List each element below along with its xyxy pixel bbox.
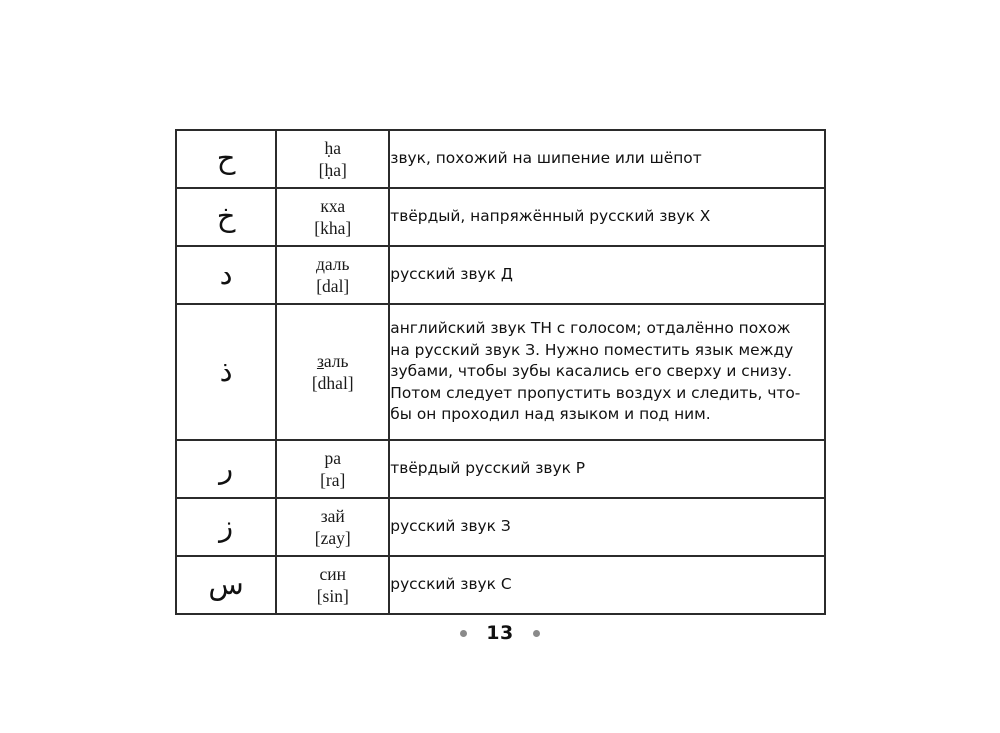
table-row: س син [sin] русский звук С (174, 555, 826, 615)
transliteration-cell: даль [dal] (275, 245, 391, 305)
decorative-dot-icon (532, 629, 540, 637)
arabic-letter-cell: ح (174, 129, 278, 189)
transliteration-cell: заль [dhal] (275, 303, 391, 441)
transliteration-cell: кха [kha] (275, 187, 391, 247)
transliteration-latin: [ḥa] (318, 160, 347, 180)
arabic-letter-cell: خ (174, 187, 278, 247)
table-body: ح ḥa [ḥa] звук, похожий на шипение или ш… (174, 129, 826, 615)
description-cell: русский звук З (388, 497, 826, 557)
table-row: ذ заль [dhal] английский звук TH с голос… (174, 303, 826, 441)
ha-arabic-letter: ح (216, 141, 236, 176)
kha-arabic-letter: خ (216, 199, 236, 234)
description-line: на русский звук З. Нужно поместить язык … (390, 340, 794, 359)
sin-arabic-letter: س (208, 567, 244, 602)
transliteration-cell: син [sin] (275, 555, 391, 615)
dhal-arabic-letter: ذ (219, 354, 233, 389)
description-line: русский звук Д (390, 265, 513, 284)
table-row: د даль [dal] русский звук Д (174, 245, 826, 305)
transliteration-latin: [zay] (314, 528, 351, 548)
table-row: ز зай [zay] русский звук З (174, 497, 826, 557)
page-footer: 13 (0, 622, 1000, 644)
transliteration-russian: заль (277, 350, 388, 372)
description-line: зубами, чтобы зубы касались его сверху и… (390, 362, 792, 381)
transliteration-latin: [dal] (316, 276, 350, 296)
description-cell: русский звук С (388, 555, 826, 615)
description-cell: твёрдый, напряжённый русский звук Х (388, 187, 826, 247)
transliteration-russian: даль (315, 253, 350, 274)
description-line: русский звук З (390, 517, 511, 536)
transliteration-latin: [dhal] (311, 373, 354, 393)
transliteration-latin: [sin] (316, 586, 349, 606)
description-cell: звук, похожий на шипение или шёпот (388, 129, 826, 189)
arabic-letter-cell: س (174, 555, 278, 615)
arabic-letter-cell: ذ (174, 303, 278, 441)
description-line: русский звук С (390, 575, 512, 594)
description-line: Потом следует пропустить воздух и следит… (390, 383, 801, 402)
page-number: 13 (486, 622, 514, 644)
ra-arabic-letter: ر (219, 451, 234, 486)
description-line: звук, похожий на шипение или шёпот (390, 149, 702, 168)
description-line: английский звук TH с голосом; отдалённо … (390, 319, 791, 338)
transliteration-russian: син (319, 563, 346, 584)
arabic-letter-cell: د (174, 245, 278, 305)
description-line: бы он проходил над языком и под ним. (390, 405, 711, 424)
transliteration-russian: кха (320, 195, 346, 216)
zay-arabic-letter: ز (219, 509, 234, 544)
decorative-dot-icon (460, 629, 468, 637)
transliteration-cell: ра [ra] (275, 439, 391, 499)
transliteration-latin: [kha] (314, 218, 352, 238)
description-cell: английский звук TH с голосом; отдалённо … (388, 303, 826, 441)
transliteration-russian: ḥa (324, 137, 341, 158)
arabic-letter-cell: ز (174, 497, 278, 557)
transliteration-cell: зай [zay] (275, 497, 391, 557)
transliteration-russian: зай (320, 505, 345, 526)
transliteration-russian-rest: аль (323, 350, 349, 371)
description-cell: твёрдый русский звук Р (388, 439, 826, 499)
table-row: خ кха [kha] твёрдый, напряжённый русский… (174, 187, 826, 247)
arabic-alphabet-table: ح ḥa [ḥa] звук, похожий на шипение или ш… (174, 129, 826, 615)
description-cell: русский звук Д (388, 245, 826, 305)
table-row: ح ḥa [ḥa] звук, похожий на шипение или ш… (174, 129, 826, 189)
transliteration-cell: ḥa [ḥa] (275, 129, 391, 189)
transliteration-latin: [ra] (320, 470, 346, 490)
table-row: ر ра [ra] твёрдый русский звук Р (174, 439, 826, 499)
underlined-letter: з (316, 350, 324, 371)
dal-arabic-letter: د (219, 257, 233, 292)
description-line: твёрдый русский звук Р (390, 459, 586, 478)
description-line: твёрдый, напряжённый русский звук Х (390, 207, 711, 226)
transliteration-russian: ра (324, 447, 341, 468)
arabic-letter-cell: ر (174, 439, 278, 499)
